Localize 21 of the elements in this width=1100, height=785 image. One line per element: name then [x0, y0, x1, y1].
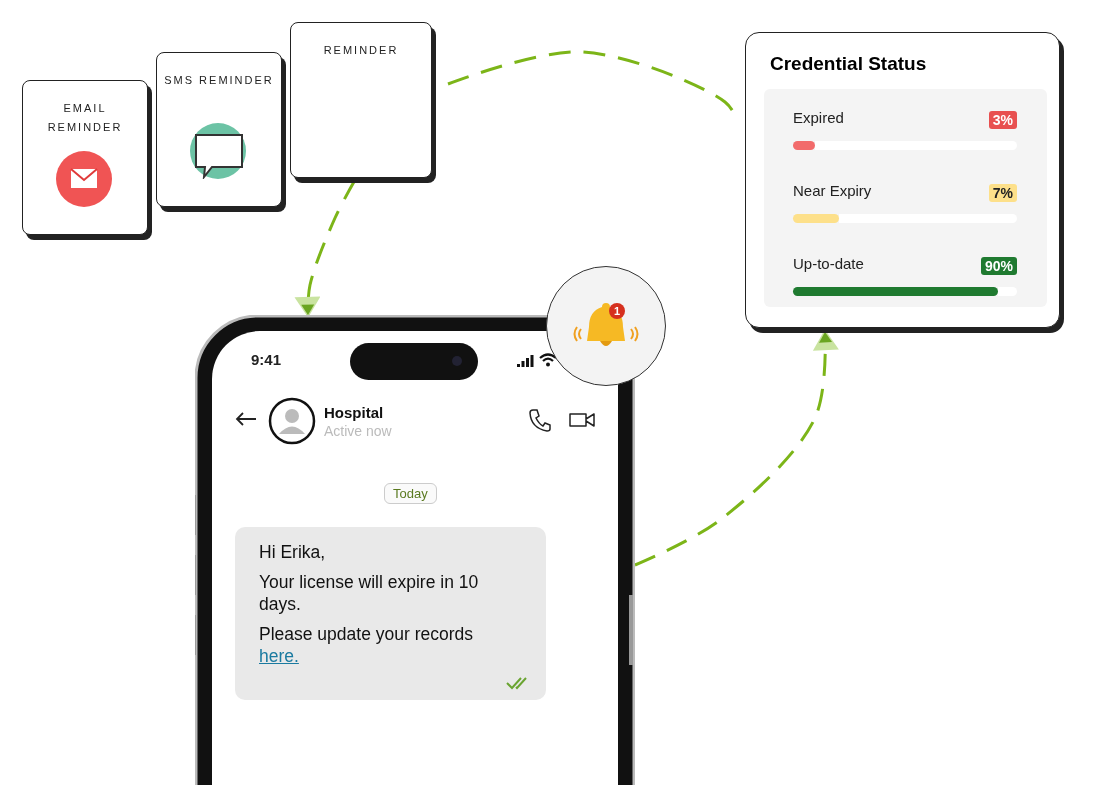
contact-status: Active now	[324, 423, 392, 439]
card-title: REMINDER	[322, 43, 400, 58]
date-chip: Today	[384, 483, 437, 504]
category-label: Up-to-date	[793, 255, 864, 272]
status-time: 9:41	[251, 351, 282, 368]
card-title: EMAIL REMINDER	[46, 101, 124, 135]
category-label: Near Expiry	[793, 182, 872, 199]
percentage-badge: 7%	[988, 184, 1017, 202]
contact-name: Hospital	[324, 404, 384, 421]
smartphone	[195, 315, 635, 785]
category-label: Expired	[793, 109, 844, 126]
card-heading: Credential Status	[770, 53, 927, 75]
card-title: SMS REMINDER	[163, 73, 275, 88]
message-text: Your license will expire in 10 days.	[259, 571, 480, 615]
message-text: Hi Erika,	[259, 541, 326, 563]
link: here.	[259, 646, 299, 666]
percentage-badge: 90%	[980, 257, 1017, 275]
percentage-badge: 3%	[988, 111, 1017, 129]
notification-badge: 1	[609, 303, 625, 319]
message-bubble	[235, 527, 546, 700]
message-text: Please update your records	[259, 624, 474, 644]
